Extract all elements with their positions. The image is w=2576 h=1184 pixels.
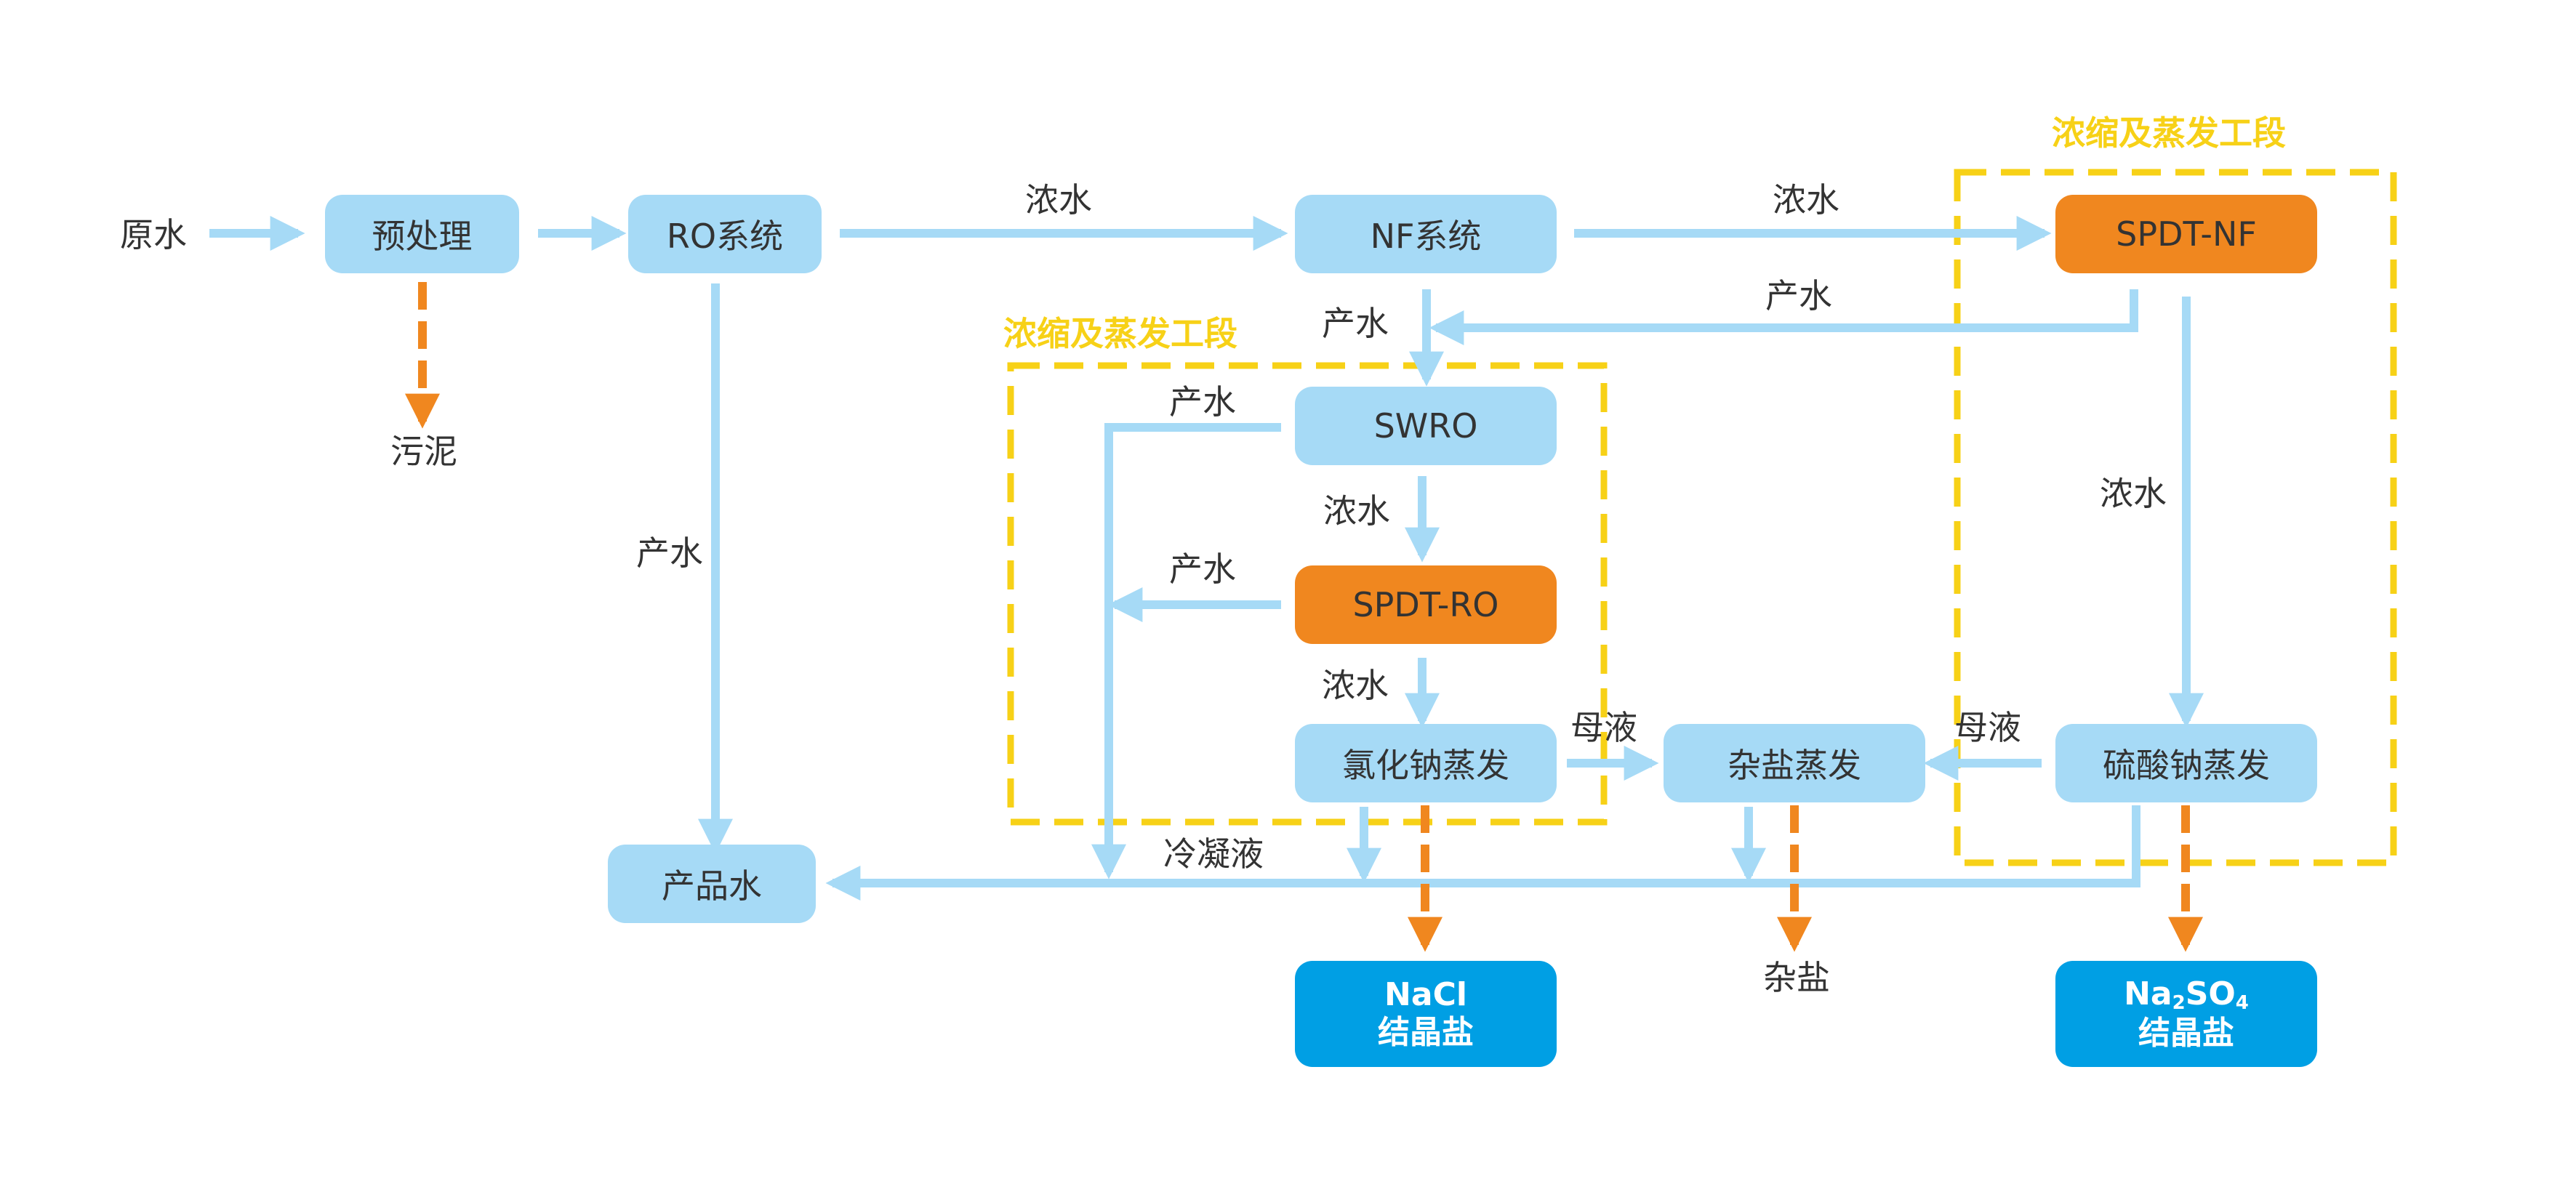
flow-label-mother-liquor-left: 母液 — [1570, 708, 1637, 747]
pretreatment-box: 预处理 — [325, 195, 519, 273]
na2so4-formula: Na2SO4 — [2124, 975, 2249, 1015]
mixed-salt-evaporation-box: 杂盐蒸发 — [1664, 724, 1925, 802]
arrow-swro-product — [1091, 423, 1281, 879]
flow-label-spdtnf-product: 产水 — [1765, 276, 1832, 315]
na2so4-part-so: SO — [2185, 975, 2236, 1013]
flow-label-ro-to-nf: 浓水 — [1025, 180, 1092, 220]
flow-label-swro-product: 产水 — [1169, 382, 1236, 422]
nacl-crystal-salt-box: NaCl 结晶盐 — [1295, 961, 1557, 1067]
flow-label-spdtro-concentrate: 浓水 — [1322, 666, 1389, 705]
flow-label-nf-to-spdtnf: 浓水 — [1773, 180, 1839, 220]
arrow-condensate-main — [825, 805, 2140, 901]
stage-title-left: 浓缩及蒸发工段 — [1003, 314, 1237, 353]
nacl-crystal-label: 结晶盐 — [1378, 1014, 1474, 1051]
product-water-box: 产品水 — [608, 845, 816, 923]
flow-label-spdtnf-concentrate: 浓水 — [2100, 474, 2167, 513]
spdt-ro-box: SPDT-RO — [1295, 565, 1557, 644]
na2so4-crystal-salt-box: Na2SO4 结晶盐 — [2055, 961, 2317, 1067]
na2so4-crystal-label: 结晶盐 — [2138, 1014, 2234, 1052]
flow-label-nf-product: 产水 — [1322, 304, 1389, 343]
na2so4-sub-2: 2 — [2172, 992, 2186, 1015]
nacl-evaporation-box: 氯化钠蒸发 — [1295, 724, 1557, 802]
swro-box: SWRO — [1295, 387, 1557, 465]
ro-system-box: RO系统 — [628, 195, 822, 273]
flow-label-condensate: 冷凝液 — [1163, 834, 1264, 874]
arrow-spdtnf-product — [1429, 289, 2138, 345]
raw-water-label: 原水 — [120, 215, 187, 254]
na2so4-sub-4: 4 — [2235, 992, 2249, 1015]
mixed-salt-label: 杂盐 — [1763, 958, 1830, 997]
na2so4-part-na: Na — [2124, 975, 2172, 1013]
nacl-formula: NaCl — [1384, 976, 1467, 1014]
stage-border-right — [1954, 169, 2397, 866]
flow-label-ro-product: 产水 — [636, 533, 703, 573]
nf-system-box: NF系统 — [1295, 195, 1557, 273]
stage-title-right: 浓缩及蒸发工段 — [2052, 113, 2286, 153]
flow-label-swro-concentrate: 浓水 — [1323, 491, 1390, 531]
spdt-nf-box: SPDT-NF — [2055, 195, 2317, 273]
sludge-label: 污泥 — [390, 432, 457, 471]
na2so4-evaporation-box: 硫酸钠蒸发 — [2055, 724, 2317, 802]
flow-label-spdtro-product: 产水 — [1169, 549, 1236, 589]
flow-label-mother-liquor-right: 母液 — [1954, 708, 2021, 747]
